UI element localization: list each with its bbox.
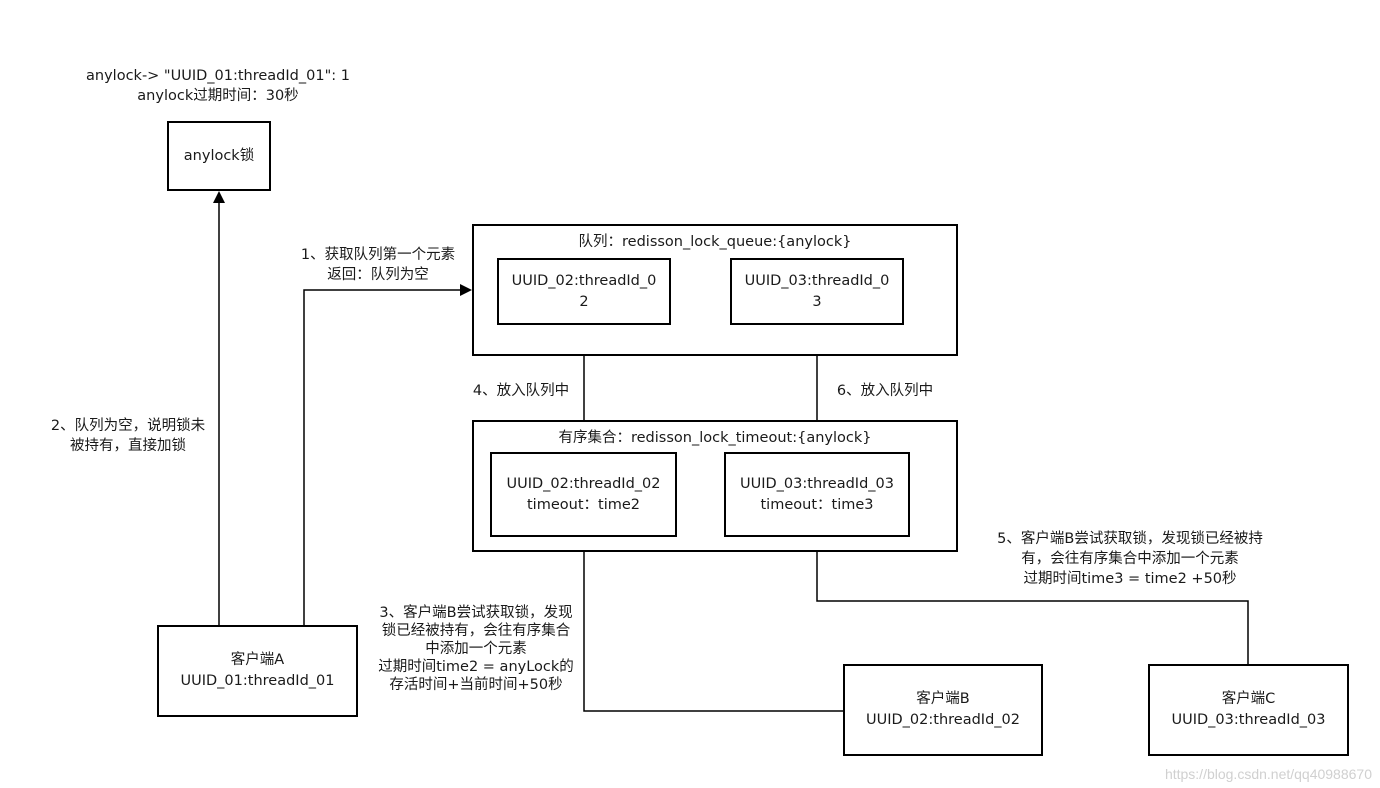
client-c-box: 客户端C UUID_03:threadId_03 [1148,664,1349,756]
step1-label: 1、获取队列第一个元素 返回：队列为空 [288,245,468,285]
arrow-clientc-to-sortedset2 [811,537,1249,664]
anylock-hash-line: anylock-> "UUID_01:threadId_01": 1 [86,68,350,84]
step2-line1: 2、队列为空，说明锁未 [50,418,206,434]
client-a-id: UUID_01:threadId_01 [180,673,335,689]
arrow-clientb-to-sortedset1 [578,537,843,712]
queue-item-1-line1: UUID_02:threadId_0 [511,272,657,289]
watermark: https://blog.csdn.net/qq40988670 [1164,766,1372,782]
sorted-set-item-2-line1: UUID_03:threadId_03 [740,475,894,492]
client-c-name: 客户端C [1221,691,1276,707]
queue-item-1-line2: 2 [579,293,589,310]
sorted-set-item-2: UUID_03:threadId_03 timeout：time3 [724,452,910,537]
step5-label: 5、客户端B尝试获取锁，发现锁已经被持 有，会往有序集合中添加一个元素 过期时间… [978,529,1282,589]
step1-line2: 返回：队列为空 [327,267,429,283]
client-c-id: UUID_03:threadId_03 [1171,712,1326,728]
anylock-expire-line: anylock过期时间：30秒 [137,88,299,104]
client-b-box: 客户端B UUID_02:threadId_02 [843,664,1043,756]
step3-line2: 锁已经被持有，会往有序集合 [381,623,571,639]
step5-line1: 5、客户端B尝试获取锁，发现锁已经被持 [997,531,1263,547]
anylock-label: anylock锁 [183,147,255,164]
sorted-set-title: 有序集合：redisson_lock_timeout:{anylock} [558,430,872,446]
queue-item-2-line1: UUID_03:threadId_0 [744,272,890,289]
arrow-clienta-to-queue [303,284,472,625]
sorted-set-item-1: UUID_02:threadId_02 timeout：time2 [490,452,677,537]
step6-label: 6、放入队列中 [830,381,940,401]
step4-label: 4、放入队列中 [466,381,576,401]
step4-line1: 4、放入队列中 [472,383,570,399]
anylock-hash-note: anylock-> "UUID_01:threadId_01": 1 anylo… [68,66,368,106]
step3-line4: 过期时间time2 = anyLock的 [378,659,574,675]
client-a-name: 客户端A [230,652,285,668]
step3-line5: 存活时间+当前时间+50秒 [389,677,563,693]
step1-line1: 1、获取队列第一个元素 [300,247,456,263]
step3-label: 3、客户端B尝试获取锁，发现 锁已经被持有，会往有序集合 中添加一个元素 过期时… [368,604,584,694]
step5-line3: 过期时间time3 = time2 +50秒 [1023,571,1237,587]
anylock-box: anylock锁 [167,121,271,191]
client-b-name: 客户端B [916,691,970,707]
queue-title: 队列：redisson_lock_queue:{anylock} [578,234,852,250]
step2-line2: 被持有，直接加锁 [70,438,186,454]
sorted-set-item-2-line2: timeout：time3 [760,496,874,513]
sorted-set-item-1-line1: UUID_02:threadId_02 [506,475,661,492]
step6-line1: 6、放入队列中 [836,383,934,399]
queue-item-2-line2: 3 [812,293,822,310]
queue-item-1: UUID_02:threadId_0 2 [497,258,671,325]
queue-item-2: UUID_03:threadId_0 3 [730,258,904,325]
step2-label: 2、队列为空，说明锁未 被持有，直接加锁 [38,416,218,456]
step3-line1: 3、客户端B尝试获取锁，发现 [379,605,573,621]
step5-line2: 有，会往有序集合中添加一个元素 [1021,551,1239,567]
client-a-box: 客户端A UUID_01:threadId_01 [157,625,358,717]
sorted-set-item-1-line2: timeout：time2 [527,496,640,513]
step3-line3: 中添加一个元素 [425,641,527,657]
client-b-id: UUID_02:threadId_02 [866,712,1020,728]
